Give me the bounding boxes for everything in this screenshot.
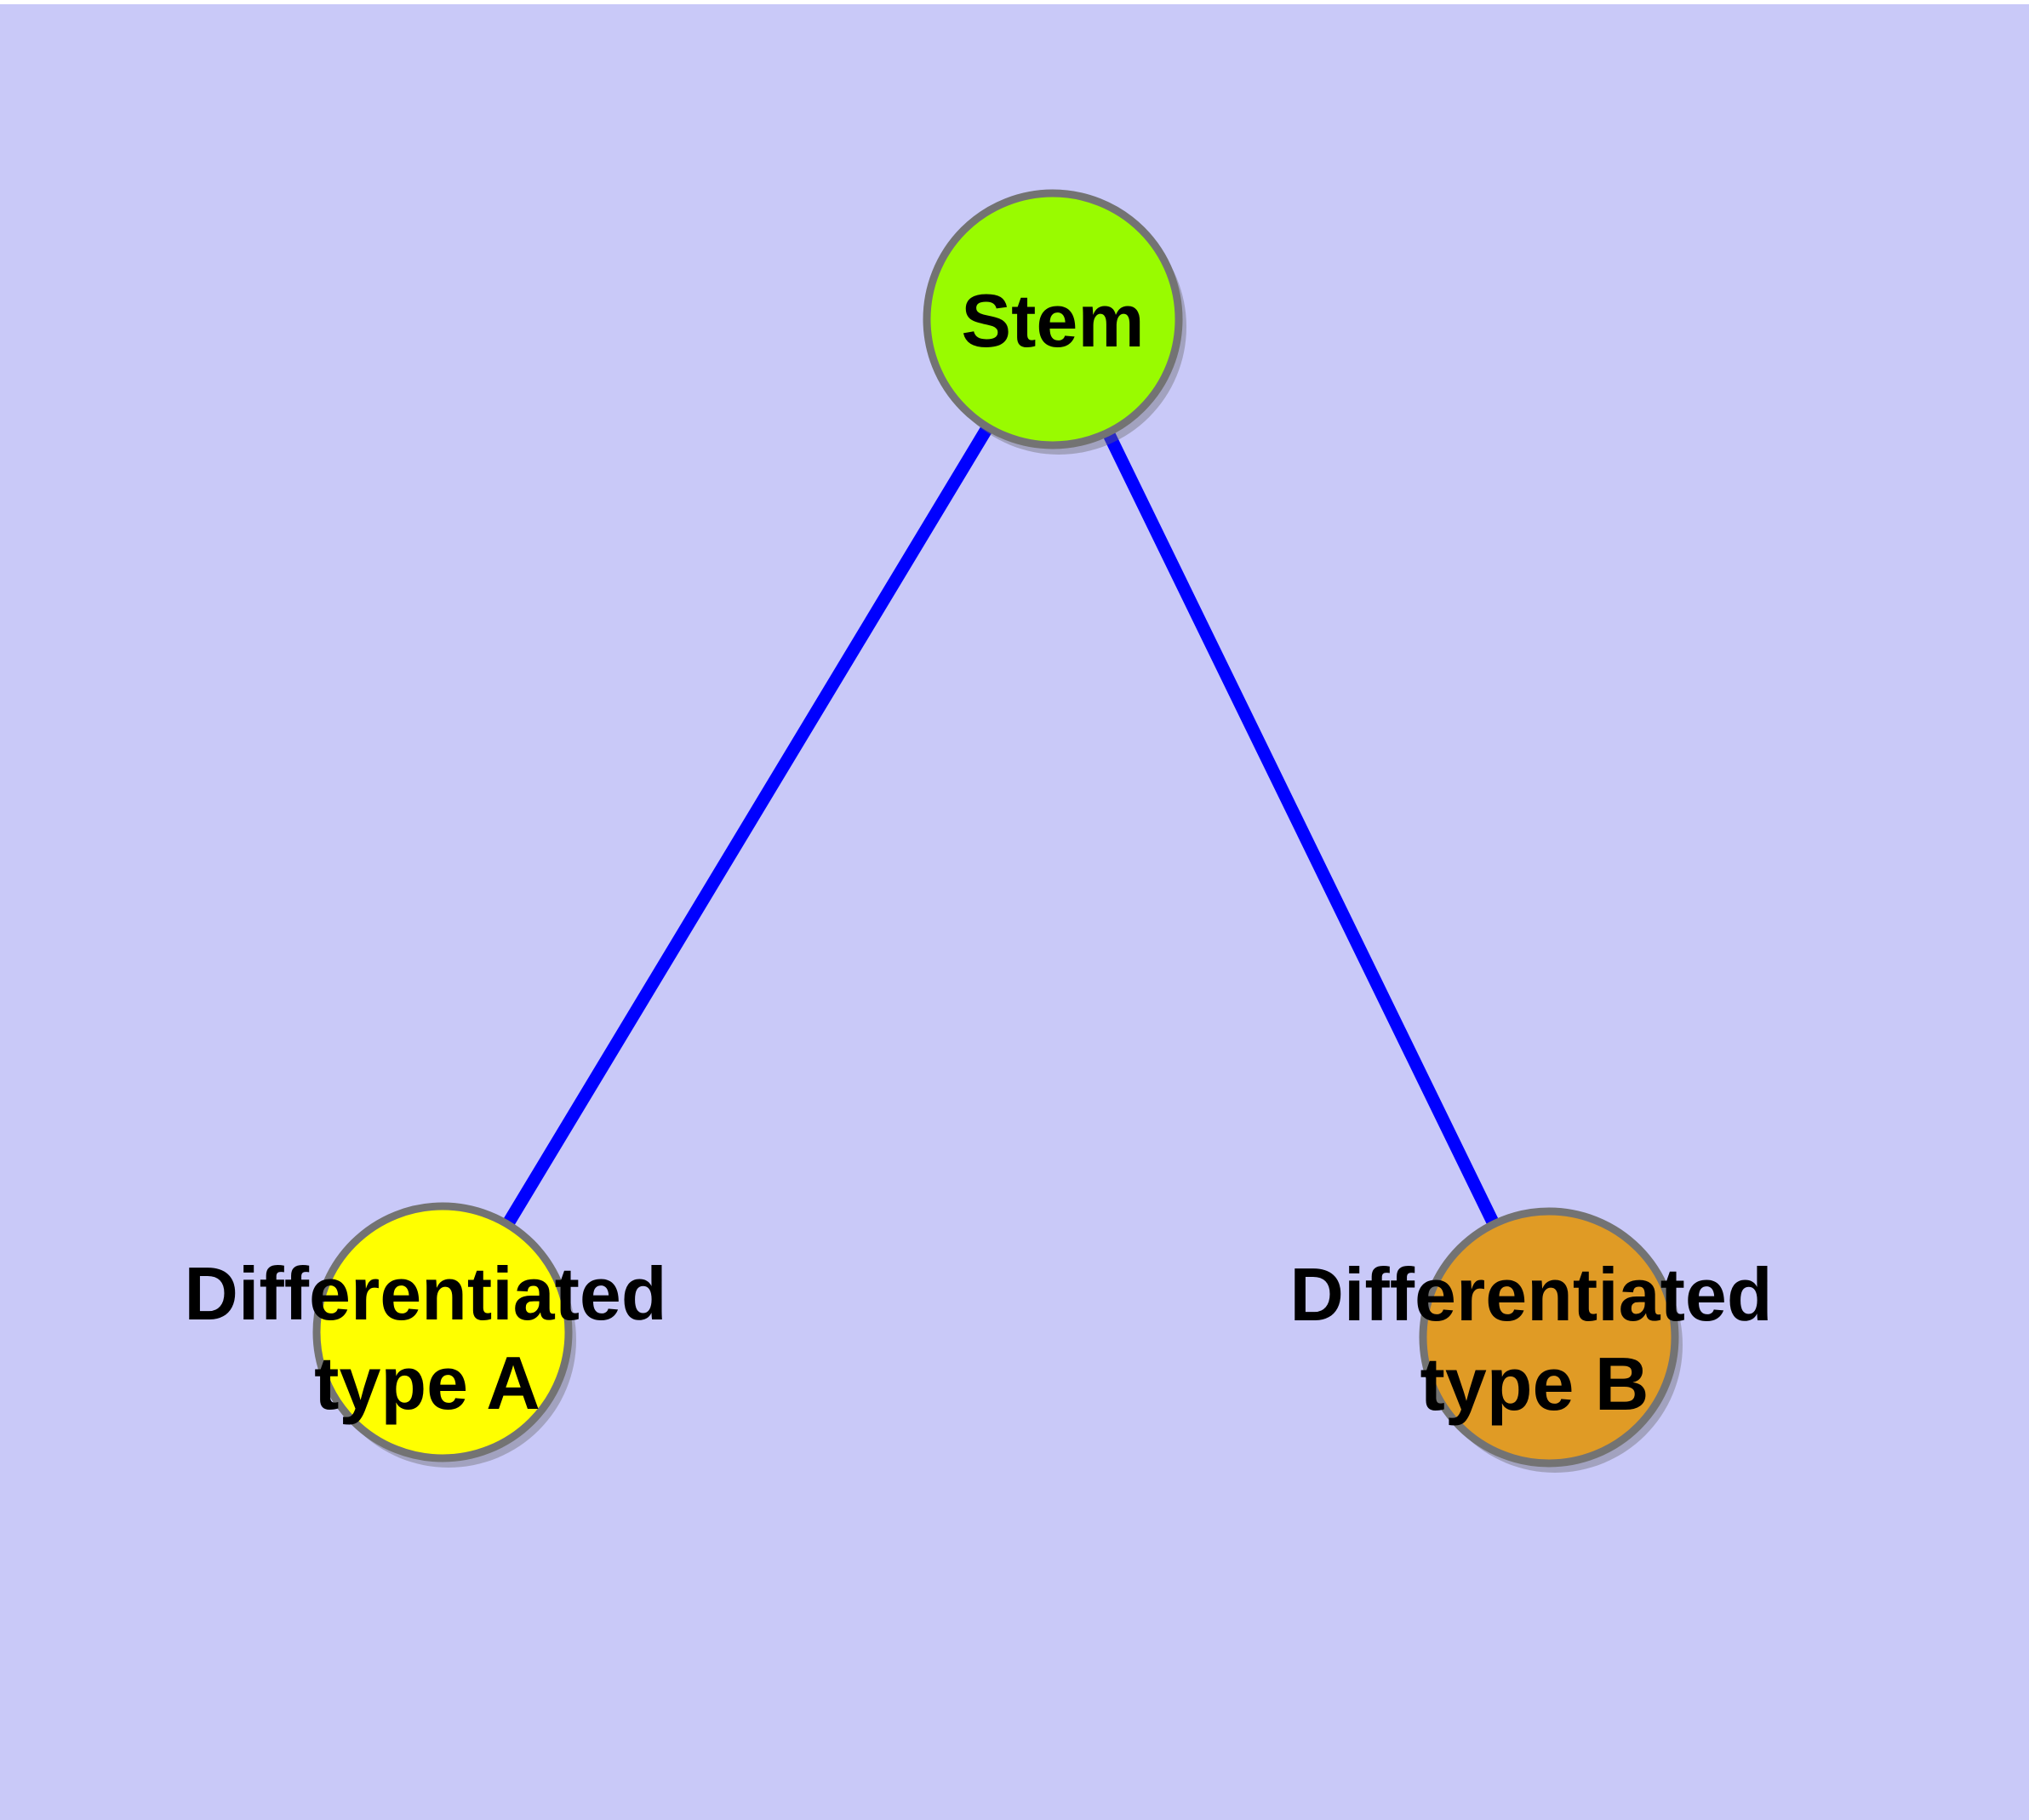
node-type-a-label-line1: Differentiated [184,1251,666,1336]
node-type-a-label-line2: type A [314,1341,540,1425]
node-type-a-circle [312,1202,573,1462]
node-stem-circle [923,189,1183,449]
node-type-b-label-line1: Differentiated [1289,1252,1772,1336]
node-type-b-circle [1419,1207,1679,1468]
node-type-b-label-line2: type B [1420,1342,1649,1426]
edge-stem-to-type-a [437,316,1059,1336]
edge-stem-to-type-b [1047,316,1555,1341]
node-stem-label: Stem [961,278,1144,363]
